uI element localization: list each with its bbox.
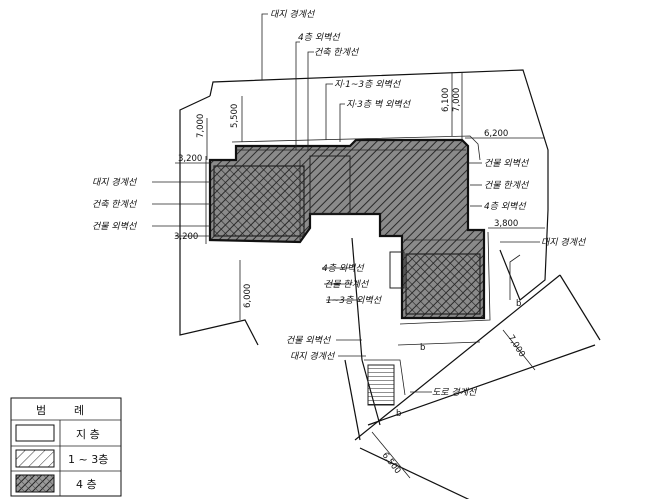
dim-6000: 6,000 [243, 284, 253, 308]
leader-lines [152, 13, 540, 393]
legend-row3-label: 4 층 [76, 478, 97, 491]
label-low-outer-wall: 건물 외벽선 [286, 335, 331, 346]
dim-3200-bottom: 3,200 [174, 232, 198, 242]
entrance-path [344, 237, 481, 441]
label-mid-1-3f: 1~3층 외벽선 [326, 295, 382, 306]
dim-5500: 5,500 [230, 104, 240, 128]
legend-row1-label: 지 층 [76, 428, 100, 441]
dim-6500: 6,500 [380, 451, 403, 476]
label-4f-wall-top: 4층 외벽선 [298, 32, 340, 43]
building-limit-line [205, 135, 491, 325]
dim-3200-top: 3,200 [178, 154, 202, 164]
label-bldg-limit-top: 건축 한계선 [314, 47, 359, 58]
label-mid-4f-wall: 4층 외벽선 [322, 263, 364, 274]
legend-row2-label: 1 ~ 3층 [68, 453, 108, 466]
label-left-outer-wall: 건물 외벽선 [92, 221, 137, 232]
label-right-4f-wall: 4층 외벽선 [484, 201, 526, 212]
label-road-boundary: 도로 경계선 [432, 387, 477, 398]
section-marks: b b b [396, 299, 521, 419]
dimension-lines [175, 72, 545, 479]
dim-7000-diag: 7,000 [505, 333, 526, 359]
label-site-boundary-top: 대지 경계선 [270, 9, 315, 20]
dim-6100: 6,100 [441, 88, 451, 112]
dim-6200: 6,200 [484, 129, 508, 139]
label-right-site-boundary: 대지 경계선 [541, 237, 586, 248]
label-left-site-boundary: 대지 경계선 [92, 177, 137, 188]
label-right-outer-wall: 건물 외벽선 [484, 158, 529, 169]
label-2-3f-wall: 지·3층 벽 외벽선 [346, 99, 411, 110]
legend: 범 례 지 층 1 ~ 3층 4 층 [10, 397, 122, 497]
dim-7000-left: 7,000 [196, 114, 206, 138]
dim-3800: 3,800 [494, 219, 518, 229]
label-left-bldg-limit: 건축 한계선 [92, 199, 137, 210]
building-1-3f-mass [213, 149, 482, 315]
road-lines [354, 274, 601, 499]
section-mark-b3: b [396, 409, 401, 419]
dim-7000-top: 7,000 [452, 88, 462, 112]
legend-title-left: 범 [36, 404, 46, 417]
label-1-3f-wall: 지·1~3층 외벽선 [334, 79, 401, 90]
label-mid-bldg-limit: 건물 한계선 [324, 279, 369, 290]
legend-title-right: 례 [74, 404, 84, 417]
section-mark-b2: b [420, 343, 425, 353]
annotation-labels: 대지 경계선 4층 외벽선 건축 한계선 지·1~3층 외벽선 지·3층 벽 외… [92, 9, 586, 398]
label-right-bldg-limit: 건물 한계선 [484, 180, 529, 191]
label-low-site-boundary: 대지 경계선 [290, 351, 335, 362]
section-mark-b1: b [516, 299, 521, 309]
